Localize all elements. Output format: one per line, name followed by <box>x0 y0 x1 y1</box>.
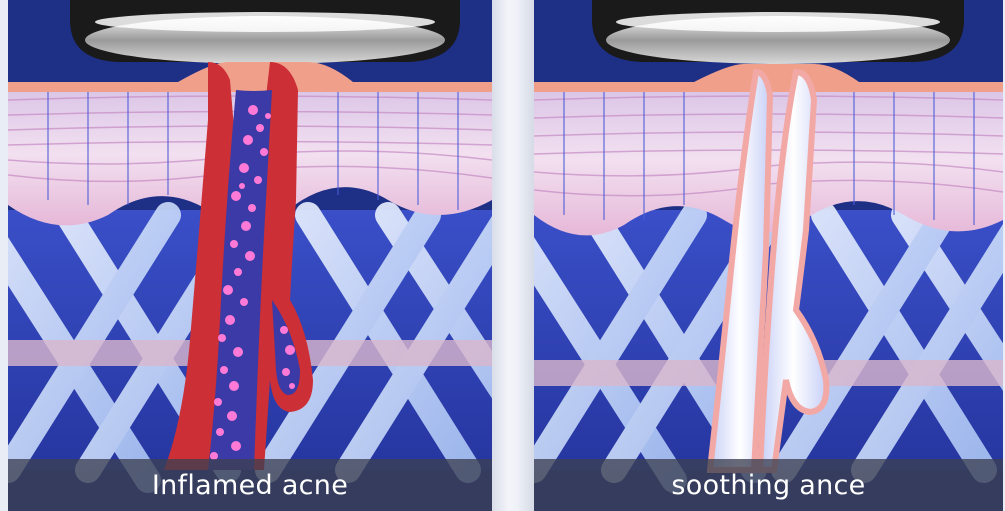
device-head <box>70 0 460 64</box>
device-head <box>592 0 964 64</box>
soothing-acne-illustration <box>534 0 1003 511</box>
inflamed-acne-panel: Inflamed acne <box>8 0 492 511</box>
inflamed-acne-illustration <box>8 0 492 511</box>
soothing-acne-panel: soothing ance <box>534 0 1003 511</box>
caption-bar: soothing ance <box>534 459 1003 511</box>
panel-caption: Inflamed acne <box>152 470 348 501</box>
caption-bar: Inflamed acne <box>8 459 492 511</box>
panel-caption: soothing ance <box>671 470 865 501</box>
panel-divider <box>492 0 534 511</box>
